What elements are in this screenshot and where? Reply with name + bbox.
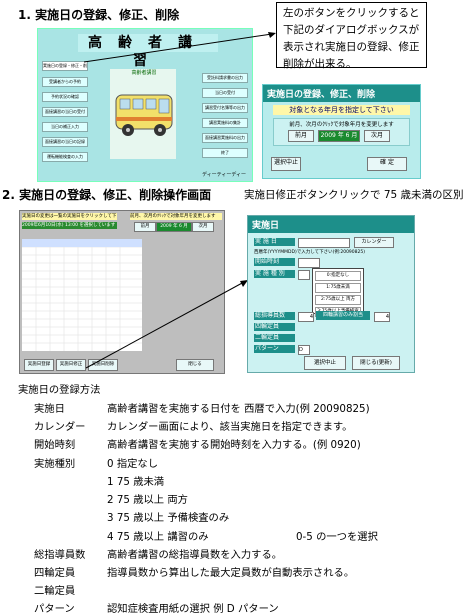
revise-date-button[interactable]: 実施日修正 [56, 359, 86, 371]
dialog-title: 実施日の登録、修正、削除 [263, 85, 420, 102]
menu-button[interactable]: 終了 [202, 148, 248, 158]
callout-line: 表示され実施日の登録、修正 [283, 41, 420, 53]
menu-button[interactable]: 講習実施料の集計 [202, 118, 248, 128]
type-input[interactable] [298, 270, 310, 280]
method-label: 総指導員数 [34, 549, 86, 561]
current-month-display: 2009 年 6 月 [156, 222, 192, 232]
start-time-input[interactable] [298, 258, 320, 268]
section-heading-2: 2. 実施日の登録、修正、削除操作画面 [2, 188, 212, 202]
method-label: 実施日 [34, 403, 65, 415]
method-desc: 高齢者講習を実施する開始時刻を入力する。(例 0920) [107, 439, 361, 451]
menu-button[interactable]: 当日の受付 [202, 88, 248, 98]
grid-lines [22, 239, 142, 351]
method-desc: 2 75 歳以上 両方 [107, 494, 188, 506]
sheet-header-left: 実施日の変更は一覧の実施日をクリックして下さい [22, 213, 117, 220]
dialog-title: 実施日 [248, 216, 414, 233]
cancel-button[interactable]: 選択中止 [304, 356, 346, 370]
close-update-button[interactable]: 閉じる(更新) [352, 356, 400, 370]
method-desc: 0 指定なし [107, 458, 159, 470]
menu-button[interactable]: 面接講習の当日の受付 [42, 107, 88, 117]
bus-illustration: 高齢者講習 [110, 69, 176, 159]
bus-banner: 高齢者講習 [131, 70, 157, 76]
method-select-note: 0-5 の一つを選択 [296, 531, 378, 543]
field-label: パターン [254, 345, 295, 353]
field-label: 四輪定員 [254, 323, 295, 331]
menu-button[interactable]: 面接講習の当日の記録 [42, 137, 88, 147]
menu-button[interactable]: 受講者からの予約 [42, 77, 88, 87]
date-list-screenshot: 実施日の変更は一覧の実施日をクリックして下さい 前月、次月のｸﾘｯｸで対象年月を… [19, 210, 225, 374]
callout-line: 削除が出来る。 [283, 58, 357, 70]
field-label: 二輪定員 [254, 334, 295, 342]
field-label: 総指導員数 [254, 312, 295, 320]
method-label: 開始時刻 [34, 439, 76, 451]
field-label: 開始時刻 [254, 258, 295, 266]
section-heading-1: 1. 実施日の登録、修正、削除 [18, 8, 180, 22]
revise-arrow [85, 280, 248, 369]
menu-button-register-date[interactable]: 実施日の登録・修正・削除 [42, 61, 88, 71]
field-label: 実 施 種 別 [254, 270, 295, 278]
current-month-display: 2009 年 6 月 [318, 130, 360, 142]
method-label: 実施種別 [34, 458, 76, 470]
method-label: パターン [34, 603, 75, 615]
menu-button[interactable]: 講習受付名簿等の出力 [202, 103, 248, 113]
method-desc: 3 75 歳以上 予備検査のみ [107, 512, 230, 524]
callout-box: 左のボタンをクリックすると 下記のダイアログボックスが 表示され実施日の登録、修… [276, 2, 427, 70]
menu-button[interactable]: 予約状況の確認 [42, 92, 88, 102]
type-option[interactable]: 0:指定なし [315, 271, 361, 281]
type-option[interactable]: 1:75歳未満 [315, 283, 361, 293]
callout-line: 下記のダイアログボックスが [283, 24, 420, 36]
type-option[interactable]: 2:75歳以上 両方 [315, 295, 361, 305]
register-date-button[interactable]: 実施日登録 [24, 359, 54, 371]
date-input[interactable] [298, 238, 350, 248]
yonrin-only-label: 四輪講習のみ割当 [316, 311, 370, 320]
menu-footer-logo: ディーティーディー [201, 172, 246, 178]
callout-arrow [83, 32, 276, 63]
month-selector: 前月、次月のｸﾘｯｸで対象年月を変更します 前月 2009 年 6 月 次月 [273, 118, 410, 146]
callout-line: 左のボタンをクリックすると [283, 7, 420, 19]
method-desc: 1 75 歳未満 [107, 476, 165, 488]
method-desc: 指導員数から算出した最大定員数が自動表示される。 [107, 567, 355, 579]
confirm-button[interactable]: 確 定 [367, 157, 407, 171]
method-desc: 4 75 歳以上 講習のみ [107, 531, 209, 543]
dialog-instruction: 前月、次月のｸﾘｯｸで対象年月を変更します [289, 122, 394, 128]
method-desc: 高齢者講習を実施する日付を 西暦で入力(例 20090825) [107, 403, 370, 415]
method-label: 四輪定員 [34, 567, 76, 579]
method-desc: カレンダー画面により、該当実施日を指定できます。 [107, 421, 353, 433]
date-list-grid[interactable] [22, 239, 142, 351]
month-select-dialog: 実施日の登録、修正、削除 対象となる年月を指定して下さい 前月、次月のｸﾘｯｸで… [262, 84, 421, 179]
next-month-button[interactable]: 次月 [192, 222, 214, 232]
prev-month-button[interactable]: 前月 [134, 222, 156, 232]
delete-date-button[interactable]: 実施日削除 [88, 359, 118, 371]
method-label: 二輪定員 [34, 585, 76, 597]
main-menu-screenshot: 高齢者講習 実施日の登録・修正・削除 受講者からの予約 予約状況の確認 面接講習… [37, 28, 253, 182]
section-note: 実施日修正ボタンクリックで 75 歳未満の区別 [244, 189, 464, 201]
menu-button[interactable]: 面接講習実施料の出力 [202, 133, 248, 143]
menu-button[interactable]: 当日の補正入力 [42, 122, 88, 132]
menu-button[interactable]: 運転機能検査の入力 [42, 152, 88, 162]
date-hint: 西暦年(YYYYMMDD)で入力して下さい(例:20090825) [254, 250, 365, 255]
yonrin-only-input[interactable]: 4 [374, 312, 390, 322]
method-desc: 高齢者講習の総指導員数を入力する。 [107, 549, 283, 561]
sheet-selected-date: 2009年6月10日(水) 13:00 を選択しています [22, 222, 117, 229]
instructor-count-input[interactable]: 4 [298, 312, 314, 322]
close-button[interactable]: 閉じる [176, 359, 214, 371]
bus-icon [115, 94, 173, 136]
menu-button[interactable]: 受託料請求書の出力 [202, 73, 248, 83]
pattern-input[interactable]: D [298, 345, 310, 355]
field-label: 実 施 日 [254, 238, 295, 246]
date-edit-dialog: 実施日 実 施 日 カレンダー 西暦年(YYYYMMDD)で入力して下さい(例:… [247, 215, 415, 373]
sheet-header-right: 前月、次月のｸﾘｯｸで対象年月を変更します [130, 213, 222, 220]
method-label: カレンダー [34, 421, 86, 433]
next-month-button[interactable]: 次月 [364, 130, 390, 142]
calendar-button[interactable]: カレンダー [354, 237, 394, 248]
cancel-button[interactable]: 選択中止 [271, 157, 301, 171]
prev-month-button[interactable]: 前月 [288, 130, 314, 142]
method-desc: 認知症検査用紙の選択 例 D パターン [107, 603, 279, 615]
dialog-subtitle: 対象となる年月を指定して下さい [273, 105, 410, 115]
method-title: 実施日の登録方法 [18, 384, 101, 396]
